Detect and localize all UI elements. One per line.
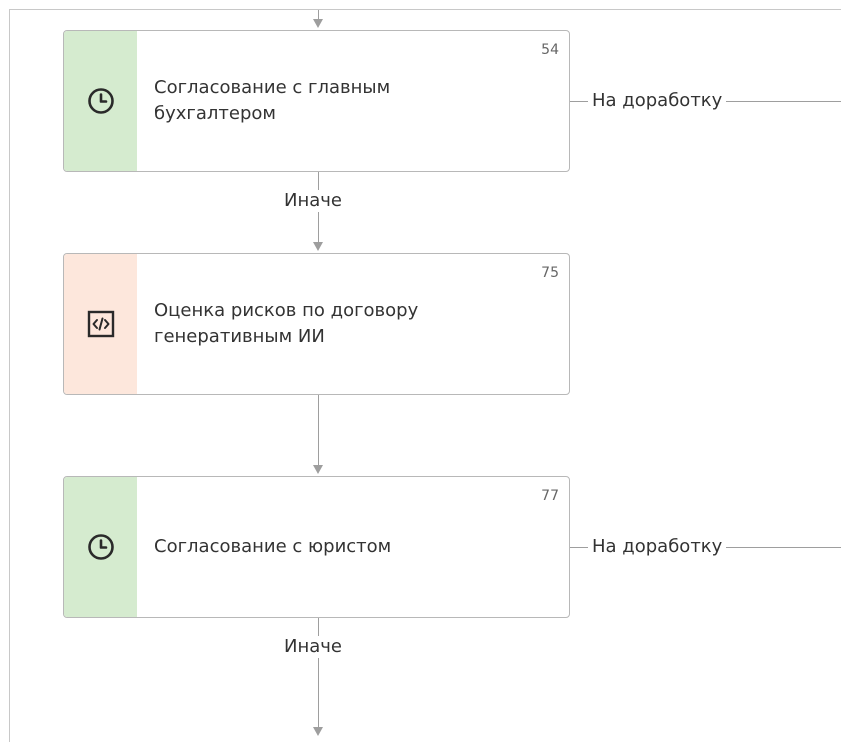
code-icon: [87, 310, 115, 338]
clock-icon: [87, 533, 115, 561]
process-node-77[interactable]: Согласование с юристом 77: [63, 476, 570, 618]
node-number: 54: [541, 42, 559, 58]
node-number: 77: [541, 488, 559, 504]
node-title: Согласование с главным бухгалтером: [154, 31, 529, 171]
connector-arrow: [313, 465, 323, 474]
clock-icon: [87, 87, 115, 115]
node-number: 75: [541, 265, 559, 281]
connector-line: [318, 395, 319, 465]
node-title-line: бухгалтером: [154, 103, 276, 124]
else-edge-label[interactable]: Иначе: [280, 190, 346, 212]
node-title-line: Согласование с юристом: [154, 536, 392, 557]
node-type-strip: [64, 477, 137, 617]
node-title: Согласование с юристом: [154, 477, 529, 617]
process-node-54[interactable]: Согласование с главным бухгалтером 54: [63, 30, 570, 172]
node-type-strip: [64, 254, 137, 394]
connector-arrow: [313, 242, 323, 251]
node-title-line: генеративным ИИ: [154, 326, 325, 347]
connector-line: [318, 10, 319, 20]
connector-arrow: [313, 19, 323, 28]
rework-edge-label[interactable]: На доработку: [588, 536, 727, 558]
process-node-75[interactable]: Оценка рисков по договору генеративным И…: [63, 253, 570, 395]
canvas-border-left: [9, 9, 10, 742]
node-title-line: Согласование с главным: [154, 77, 391, 98]
connector-arrow: [313, 727, 323, 736]
rework-edge-label[interactable]: На доработку: [588, 90, 727, 112]
connector-line: [318, 618, 319, 730]
node-title-line: Оценка рисков по договору: [154, 300, 419, 321]
node-title: Оценка рисков по договору генеративным И…: [154, 254, 529, 394]
canvas-border-top: [9, 9, 841, 10]
else-edge-label[interactable]: Иначе: [280, 636, 346, 658]
node-type-strip: [64, 31, 137, 171]
